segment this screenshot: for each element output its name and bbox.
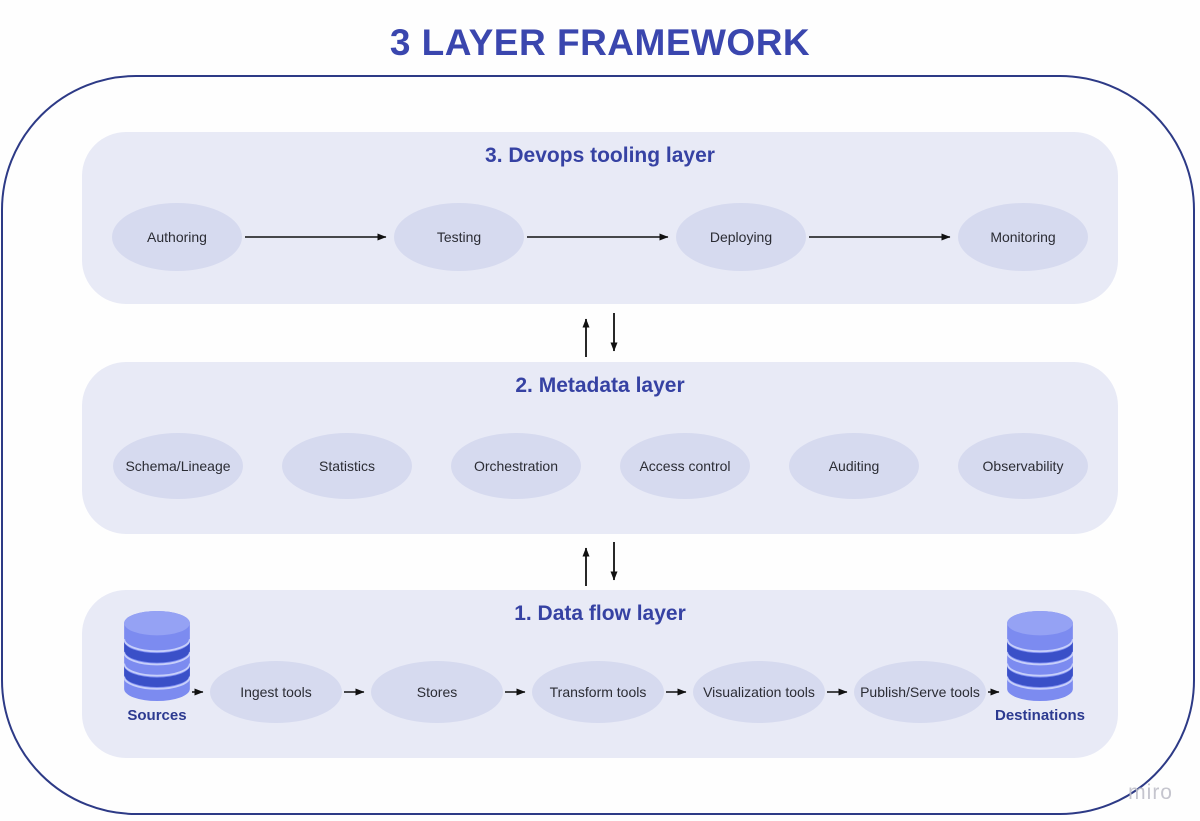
node-visualization-tools: Visualization tools: [693, 661, 825, 723]
node-schema-lineage: Schema/Lineage: [113, 433, 243, 499]
layer-metadata-heading: 2. Metadata layer: [515, 374, 685, 397]
database-icon: [124, 610, 190, 702]
node-testing: Testing: [394, 203, 524, 271]
layer-dataflow: 1. Data flow layer Sources Ingest tools …: [82, 590, 1118, 758]
miro-watermark: miro: [1128, 781, 1173, 804]
node-stores: Stores: [371, 661, 503, 723]
page-title: 3 LAYER FRAMEWORK: [389, 22, 811, 63]
destinations-label: Destinations: [994, 707, 1085, 724]
sources-label: Sources: [127, 707, 187, 724]
node-orchestration: Orchestration: [451, 433, 581, 499]
destinations-database: Destinations: [985, 610, 1095, 724]
layer-metadata: 2. Metadata layer Schema/Lineage Statist…: [82, 362, 1118, 534]
node-publish-serve-tools: Publish/Serve tools: [854, 661, 986, 723]
database-icon: [1007, 610, 1073, 702]
diagram-frame: [1, 75, 1195, 815]
node-transform-tools: Transform tools: [532, 661, 664, 723]
layer-devops-heading: 3. Devops tooling layer: [485, 144, 715, 167]
node-deploying: Deploying: [676, 203, 806, 271]
node-authoring: Authoring: [112, 203, 242, 271]
node-ingest-tools: Ingest tools: [210, 661, 342, 723]
node-statistics: Statistics: [282, 433, 412, 499]
node-observability: Observability: [958, 433, 1088, 499]
sources-database: Sources: [102, 610, 212, 724]
layer-devops-tooling: 3. Devops tooling layer Authoring Testin…: [82, 132, 1118, 304]
node-auditing: Auditing: [789, 433, 919, 499]
node-monitoring: Monitoring: [958, 203, 1088, 271]
layer-dataflow-heading: 1. Data flow layer: [514, 602, 686, 625]
node-access-control: Access control: [620, 433, 750, 499]
